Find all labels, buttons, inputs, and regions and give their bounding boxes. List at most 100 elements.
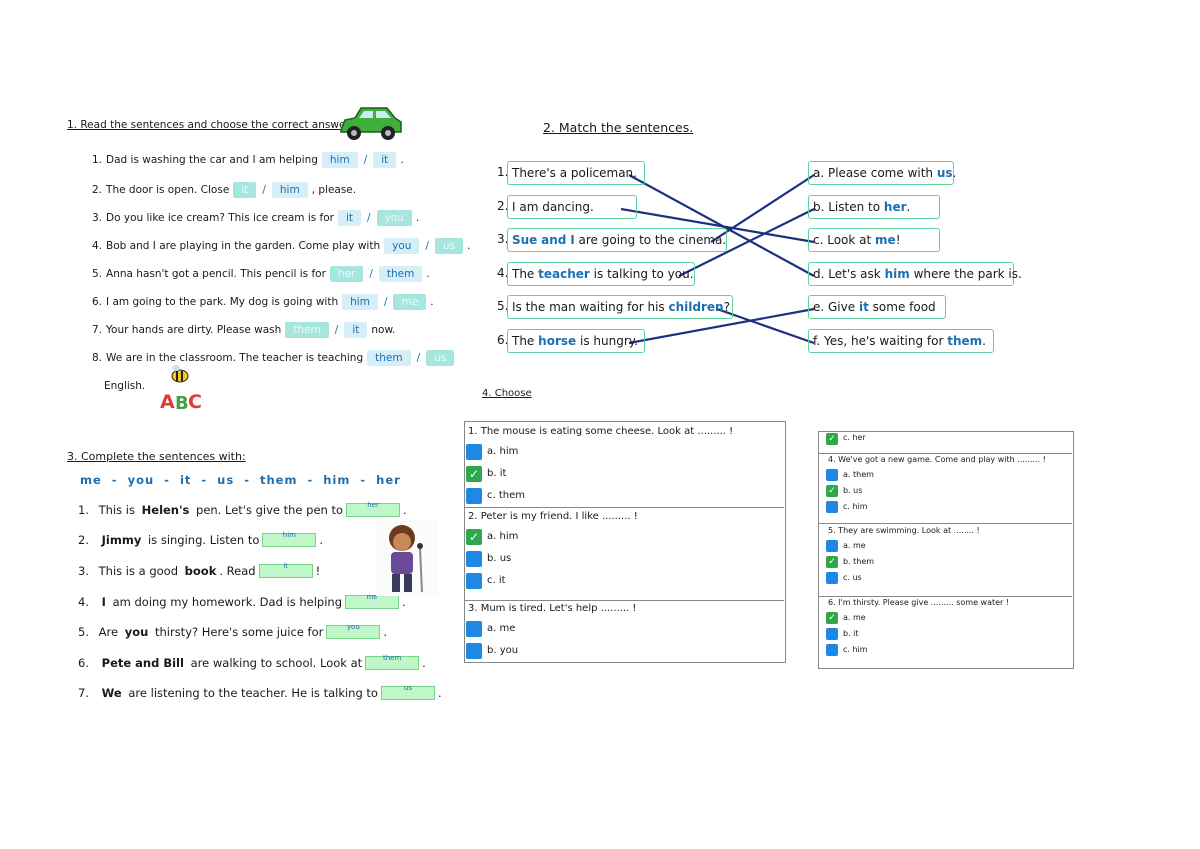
match-line: [710, 174, 815, 243]
checkbox[interactable]: [826, 572, 838, 584]
answer-text: me: [366, 593, 378, 601]
option-b[interactable]: it: [373, 152, 397, 168]
sentence-text: .: [952, 166, 957, 180]
item-number: 7.: [92, 324, 103, 336]
answer-blank[interactable]: him: [262, 531, 317, 547]
option-label: c. him: [843, 645, 868, 654]
left-sentence[interactable]: The horse is hungry.: [507, 329, 645, 353]
bold-word: teacher: [538, 267, 590, 281]
left-sentence[interactable]: There's a policeman.: [507, 161, 645, 185]
checkbox[interactable]: [826, 540, 838, 552]
right-sentence[interactable]: a. Please come with us.: [808, 161, 957, 185]
sentence-text: a. Please come with: [813, 166, 934, 180]
item-suffix: .: [402, 595, 406, 609]
item-suffix: .: [422, 656, 426, 670]
item-suffix: !: [315, 564, 321, 578]
answer-blank[interactable]: it: [258, 562, 313, 578]
option-b[interactable]: it: [344, 322, 368, 338]
checkbox[interactable]: [466, 488, 482, 504]
singer-boy-image: [376, 520, 438, 596]
checked-checkbox[interactable]: ✓: [826, 485, 838, 497]
option-a[interactable]: it: [338, 210, 362, 226]
answer-blank[interactable]: you: [326, 623, 381, 639]
answer-blank[interactable]: me: [345, 593, 400, 609]
option-a[interactable]: you: [384, 238, 420, 254]
option-a[interactable]: him: [321, 152, 358, 168]
checkbox[interactable]: [826, 644, 838, 656]
complete-item: 1. This is Helen's pen. Let's give the p…: [78, 501, 407, 517]
question-text: 2. Peter is my friend. I like ......... …: [468, 511, 638, 522]
option-label: c. him: [843, 502, 868, 511]
item-text: We are in the classroom. The teacher is …: [106, 352, 364, 364]
item-text: Are: [98, 625, 122, 639]
item-text: Dad is washing the car and I am helping: [106, 154, 318, 166]
question-text: 5. They are swimming. Look at ........ !: [828, 526, 980, 535]
item-suffix: .: [437, 686, 442, 700]
option-a[interactable]: him: [342, 294, 378, 310]
option-label: a. him: [487, 446, 519, 457]
checkbox[interactable]: [826, 628, 838, 640]
option-a[interactable]: them: [285, 322, 329, 338]
answer-text: him: [282, 531, 296, 539]
sentence-text: is talking to you.: [593, 267, 694, 281]
svg-text:A: A: [160, 391, 175, 412]
option-b[interactable]: us: [426, 350, 455, 366]
section-2-title: 2. Match the sentences.: [543, 120, 694, 135]
bold-word: Sue: [512, 233, 538, 247]
checkbox[interactable]: [466, 643, 482, 659]
bold-word: me: [875, 233, 896, 247]
bee-abc-icon: A B C: [160, 365, 202, 412]
divider: [464, 507, 784, 508]
item-suffix: .: [426, 268, 430, 280]
option-label: b. us: [843, 486, 863, 495]
answer-text: you: [346, 623, 360, 631]
item-number: 1.: [92, 154, 103, 166]
option-label: b. it: [487, 468, 507, 479]
option-a[interactable]: it: [233, 182, 257, 198]
choose-item: 1.Dad is washing the car and I am helpin…: [92, 152, 404, 168]
checkbox[interactable]: [826, 469, 838, 481]
option-a[interactable]: her: [329, 266, 364, 282]
checkbox[interactable]: [466, 573, 482, 589]
checkbox[interactable]: [466, 444, 482, 460]
answer-blank[interactable]: her: [346, 501, 401, 517]
right-sentence[interactable]: e. Give it some food: [808, 295, 946, 319]
checkbox[interactable]: [466, 621, 482, 637]
sentence-text: f. Yes, he's waiting for: [813, 334, 944, 348]
option-label: b. us: [487, 553, 512, 564]
right-sentence[interactable]: f. Yes, he's waiting for them.: [808, 329, 994, 353]
checked-checkbox[interactable]: ✓: [466, 466, 482, 482]
right-sentence[interactable]: b. Listen to her.: [808, 195, 940, 219]
checked-checkbox[interactable]: ✓: [826, 612, 838, 624]
option-b[interactable]: you: [376, 210, 412, 226]
option-b[interactable]: them: [378, 266, 423, 282]
checkbox[interactable]: [826, 501, 838, 513]
left-sentence[interactable]: The teacher is talking to you.: [507, 262, 695, 286]
left-sentence[interactable]: I am dancing.: [507, 195, 637, 219]
left-sentence[interactable]: Sue and I are going to the cinema.: [507, 228, 727, 252]
answer-blank[interactable]: them: [365, 654, 420, 670]
option-label: a. him: [487, 531, 519, 542]
option-b[interactable]: me: [393, 294, 427, 310]
left-sentence[interactable]: Is the man waiting for his children?: [507, 295, 733, 319]
item-text: are listening to the teacher. He is talk…: [124, 686, 378, 700]
checkbox[interactable]: [466, 551, 482, 567]
option-b[interactable]: him: [271, 182, 308, 198]
bold-word: and: [541, 233, 567, 247]
checked-checkbox[interactable]: ✓: [466, 529, 482, 545]
option-b[interactable]: us: [434, 238, 464, 254]
answer-text: them: [382, 654, 402, 662]
answer-text: us: [403, 684, 413, 692]
checked-checkbox[interactable]: ✓: [826, 556, 838, 568]
choose-item: 6.I am going to the park. My dog is goin…: [92, 294, 434, 310]
slash: /: [383, 296, 388, 308]
option-label: a. me: [843, 613, 866, 622]
checked-checkbox[interactable]: ✓: [826, 433, 838, 445]
right-sentence[interactable]: c. Look at me!: [808, 228, 940, 252]
right-sentence[interactable]: d. Let's ask him where the park is.: [808, 262, 1022, 286]
option-a[interactable]: them: [367, 350, 411, 366]
sentence-text: b. Listen to: [813, 200, 881, 214]
left-number: 3.: [497, 232, 509, 246]
answer-blank[interactable]: us: [380, 684, 435, 700]
